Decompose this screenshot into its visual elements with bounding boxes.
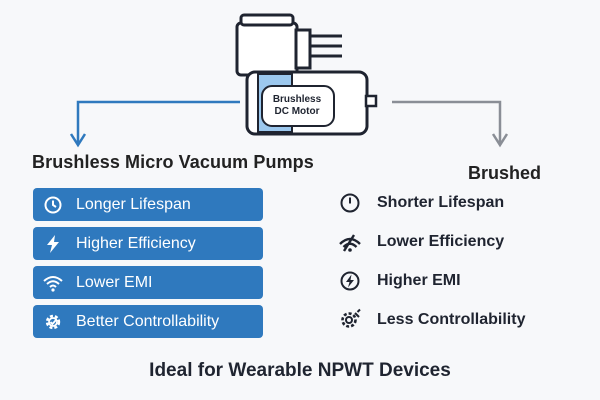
lightning-icon xyxy=(42,233,64,255)
pump-head xyxy=(235,13,342,77)
footer-caption: Ideal for Wearable NPWT Devices xyxy=(149,360,451,381)
drawback-label: Shorter Lifespan xyxy=(377,194,505,211)
benefit-label: Higher Efficiency xyxy=(76,234,196,252)
brushless-heading: Brushless Micro Vacuum Pumps xyxy=(32,152,314,172)
signal-icon xyxy=(338,230,362,254)
motor-label-line2: DC Motor xyxy=(274,106,320,117)
drawback-row-emi: Higher EMI xyxy=(338,266,461,296)
drawback-label: Higher EMI xyxy=(377,272,461,289)
drawback-label: Lower Efficiency xyxy=(377,233,505,250)
benefit-label: Better Controllability xyxy=(76,312,220,330)
lightning-icon xyxy=(338,269,362,293)
arrow-right xyxy=(392,100,509,148)
benefit-bar-controllability: Better Controllability xyxy=(33,305,263,338)
benefit-bar-efficiency: Higher Efficiency xyxy=(33,227,263,260)
arrow-left xyxy=(69,100,240,148)
benefit-bar-emi: Lower EMI xyxy=(33,266,263,299)
benefit-label: Lower EMI xyxy=(76,273,153,291)
drawback-row-controllability: Less Controllability xyxy=(338,305,525,335)
wifi-icon xyxy=(42,272,64,294)
gear-icon xyxy=(42,311,64,333)
brushed-heading: Brushed xyxy=(468,163,542,183)
benefit-label: Longer Lifespan xyxy=(76,195,191,213)
drawback-label: Less Controllability xyxy=(377,311,526,328)
drawback-row-lifespan: Shorter Lifespan xyxy=(338,188,504,218)
gear-icon xyxy=(338,308,362,332)
clock-icon xyxy=(42,194,64,216)
motor-label-line1: Brushless xyxy=(272,94,322,105)
clock-icon xyxy=(338,191,362,215)
pump-illustration xyxy=(69,13,509,148)
benefit-bar-lifespan: Longer Lifespan xyxy=(33,188,263,221)
drawback-row-efficiency: Lower Efficiency xyxy=(338,227,504,257)
motor-label: Brushless DC Motor xyxy=(262,94,332,118)
